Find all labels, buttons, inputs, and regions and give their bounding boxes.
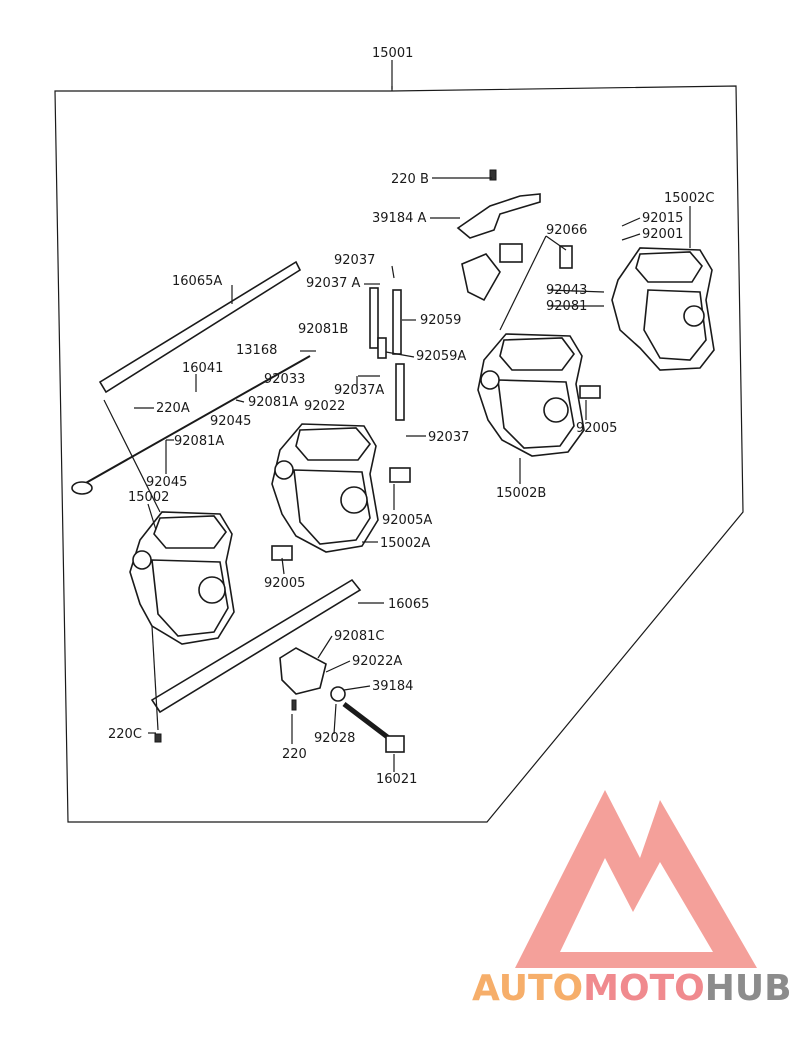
label-16065: 16065 — [388, 597, 429, 612]
label-92001: 92001 — [642, 227, 683, 242]
label-92015: 92015 — [642, 211, 683, 226]
label-92005A: 92005A — [382, 513, 432, 528]
label-92028: 92028 — [314, 731, 355, 746]
tube-92059A — [395, 363, 405, 421]
label-92059: 92059 — [420, 313, 461, 328]
bolt-16021-head — [385, 735, 405, 753]
label-92045-1: 92045 — [210, 414, 251, 429]
label-15002A: 15002A — [380, 536, 430, 551]
label-92081A-2: 92081A — [174, 434, 224, 449]
label-92005-right: 92005 — [576, 421, 617, 436]
carburetor-15002A — [271, 423, 379, 553]
label-16065A: 16065A — [172, 274, 222, 289]
carburetor-15002B — [477, 333, 585, 457]
part-92066 — [559, 245, 573, 269]
connector-92005-right — [579, 385, 601, 399]
washer-92028 — [330, 686, 346, 702]
label-92081C: 92081C — [334, 629, 384, 644]
label-13168: 13168 — [236, 343, 277, 358]
label-92059A: 92059A — [416, 349, 466, 364]
watermark-moto: MOTO — [583, 968, 705, 1009]
label-92081B: 92081B — [298, 322, 348, 337]
bolt-220C — [154, 733, 162, 743]
label-16041: 16041 — [182, 361, 223, 376]
label-92043: 92043 — [546, 283, 587, 298]
bracket-39184A — [456, 193, 541, 239]
connector-92005-left — [271, 545, 293, 561]
label-92033: 92033 — [264, 372, 305, 387]
label-92022A: 92022A — [352, 654, 402, 669]
connector-92005A — [389, 467, 411, 483]
spring-92066 — [499, 243, 523, 263]
screw-220 — [291, 699, 297, 711]
label-92081: 92081 — [546, 299, 587, 314]
label-15002B: 15002B — [496, 486, 546, 501]
assembly-frame — [54, 85, 744, 823]
label-92037A-top: 92037 A — [306, 276, 360, 291]
tube-92059A-top — [369, 287, 379, 349]
label-220A: 220A — [156, 401, 190, 416]
bracket-39184 — [279, 647, 327, 695]
part-labels: 220 B 39184 A 15002C 92015 92001 92066 9… — [108, 172, 714, 787]
label-92081A-1: 92081A — [248, 395, 298, 410]
throttle-stop-assembly — [461, 253, 501, 302]
label-220B: 220 B — [391, 172, 429, 187]
label-92066: 92066 — [546, 223, 587, 238]
rod-16041-knob — [71, 481, 93, 495]
watermark-auto: AUTO — [472, 968, 583, 1009]
rail-16065 — [150, 578, 362, 714]
label-220: 220 — [282, 747, 307, 762]
label-16021: 16021 — [376, 772, 417, 787]
label-39184A: 39184 A — [372, 211, 426, 226]
svg-text:AUTOMOTOHUB: AUTOMOTOHUB — [472, 968, 792, 1009]
label-15002C: 15002C — [664, 191, 714, 206]
carburetor-15002C — [611, 247, 715, 371]
label-92037-bottom: 92037 — [428, 430, 469, 445]
bolt-220B — [489, 169, 497, 181]
label-92037A-mid: 92037A — [334, 383, 384, 398]
tube-92059A-mid — [377, 337, 387, 359]
leader-lines — [103, 177, 691, 772]
label-92005-left: 92005 — [264, 576, 305, 591]
watermark-triangle-icon — [515, 790, 757, 968]
label-92022: 92022 — [304, 399, 345, 414]
carburetor-15002 — [129, 511, 235, 645]
rod-16041 — [83, 355, 311, 485]
rail-16065A — [98, 260, 302, 394]
label-15002: 15002 — [128, 490, 169, 505]
label-39184: 39184 — [372, 679, 413, 694]
watermark-logo: AUTOMOTOHUB — [472, 790, 792, 1009]
label-15001: 15001 — [372, 46, 413, 61]
watermark-hub: HUB — [705, 968, 792, 1009]
label-220C: 220C — [108, 727, 142, 742]
tube-92059 — [392, 289, 402, 355]
label-92045-2: 92045 — [146, 475, 187, 490]
label-92037-top: 92037 — [334, 253, 375, 268]
